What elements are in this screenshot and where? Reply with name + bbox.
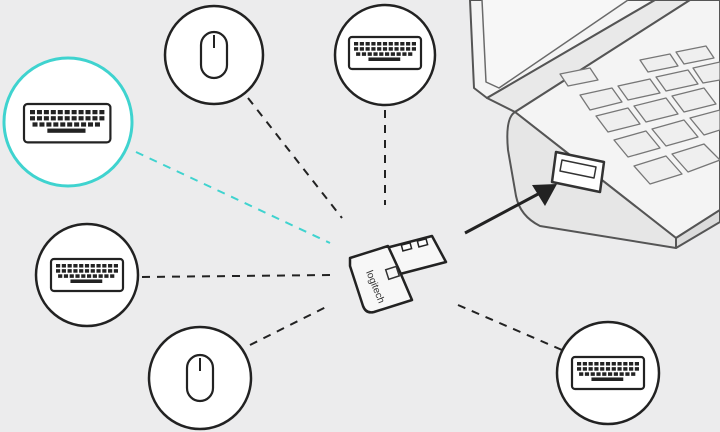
connection-line-keyboard-left <box>141 274 331 278</box>
mouse-icon <box>185 353 215 403</box>
connection-line-keyboard-highlighted <box>135 151 331 244</box>
connection-line-mouse-bottom <box>249 304 331 346</box>
connection-line-keyboard-bottom-right <box>457 304 563 351</box>
laptop-illustration <box>469 0 720 249</box>
unifying-receiver: logitech <box>348 234 448 314</box>
keyboard-icon <box>347 35 423 71</box>
mouse-icon <box>199 30 229 80</box>
device-mouse-bottom <box>147 325 253 431</box>
device-keyboard-bottom-right <box>555 320 661 426</box>
connection-line-mouse-top <box>247 97 343 219</box>
device-mouse-top <box>163 4 265 106</box>
device-keyboard-highlighted <box>2 56 134 188</box>
insert-arrow <box>464 184 557 235</box>
device-keyboard-top <box>333 3 437 107</box>
device-keyboard-left <box>34 222 140 328</box>
keyboard-icon <box>49 257 125 293</box>
keyboard-icon <box>570 355 646 391</box>
keyboard-icon <box>22 102 112 144</box>
unifying-logo <box>384 265 401 281</box>
usb-port <box>550 150 606 194</box>
